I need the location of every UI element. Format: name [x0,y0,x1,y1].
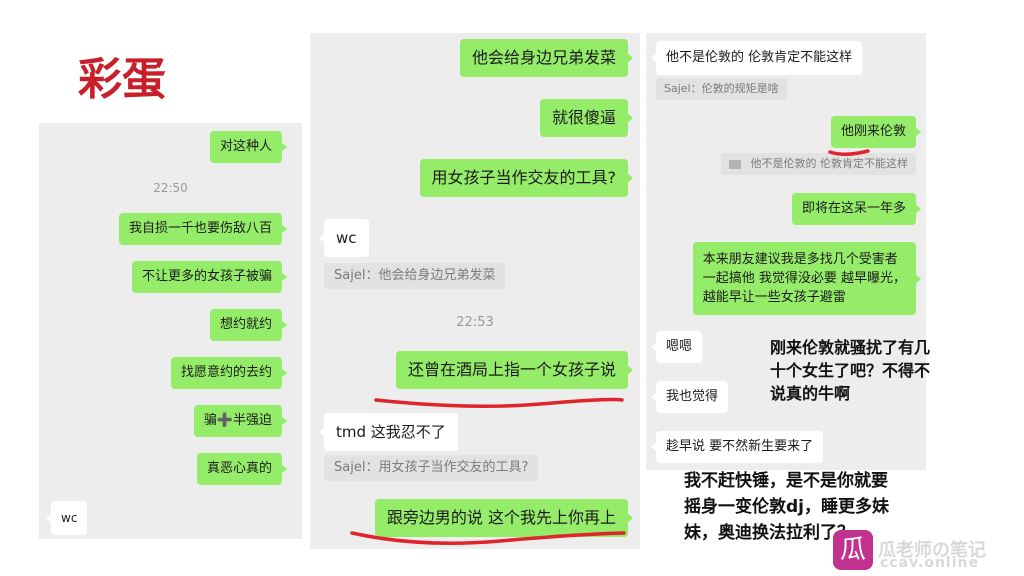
chat-bubble-sent[interactable]: 我自损一千也要伤敌八百 [118,213,288,245]
chat-bubble-received[interactable]: 我也觉得 [650,381,729,413]
caption-line: 妹，奥迪换法拉利了？ [684,523,854,543]
chat-screenshot-1: 对这种人 22:50 我自损一千也要伤敌八百 不让更多的女孩子被骗 想约就约 找… [39,123,302,539]
bubble-line: 越能早让一些女孩子避雷 [702,290,846,305]
quoted-text: 他不是伦敦的 伦敦肯定不能这样 [750,157,909,170]
chat-bubble-received[interactable]: 他不是伦敦的 伦敦肯定不能这样 [650,41,863,75]
chat-bubble-received[interactable]: wc [45,501,88,535]
chat-screenshot-3: 他不是伦敦的 伦敦肯定不能这样 Sajel：伦敦的规矩是啥 他刚来伦敦 他不是伦… [646,33,926,470]
bubble-line: 本来朋友建议我是多找几个受害者 [702,252,898,267]
chat-bubble-sent[interactable]: 用女孩子当作交友的工具? [419,159,633,197]
quoted-reply: Sajel：他会给身边兄弟发菜 [324,263,506,289]
caption-line: 摇身一变伦敦dj，睡更多妹 [684,497,889,517]
timestamp: 22:50 [153,181,188,195]
quoted-reply: 他不是伦敦的 伦敦肯定不能这样 [720,153,916,175]
commentary-caption: 我不赶快锤，是不是你就要 摇身一变伦敦dj，睡更多妹 妹，奥迪换法拉利了？ [684,468,889,546]
quoted-reply: Sajel：用女孩子当作交友的工具? [324,455,539,481]
chat-bubble-sent[interactable]: 即将在这呆一年多 [791,193,922,225]
page-title: 彩蛋 [78,54,166,105]
timestamp: 22:53 [456,315,494,330]
caption-line: 刚来伦敦就骚扰了有几 [770,338,931,357]
chat-bubble-sent[interactable]: 骗➕半强迫 [193,405,288,437]
blurred-avatar-icon [728,159,741,169]
chat-screenshot-2: 他会给身边兄弟发菜 就很傻逼 用女孩子当作交友的工具? wc Sajel：他会给… [310,33,640,549]
chat-bubble-received[interactable]: tmd 这我忍不了 [319,413,458,451]
caption-line: 说真的牛啊 [770,384,851,403]
caption-line: 我不赶快锤，是不是你就要 [684,471,888,491]
chat-bubble-sent[interactable]: 就很傻逼 [539,99,634,137]
chat-bubble-received[interactable]: wc [319,219,369,257]
quoted-reply: Sajel：伦敦的规矩是啥 [656,78,787,100]
chat-bubble-received[interactable]: 趁早说 要不然新生要来了 [650,431,824,463]
watermark-url: ccav.online [880,555,979,571]
caption-line: 十个女生了吧？不得不 [770,361,931,380]
chat-bubble-sent[interactable]: 他会给身边兄弟发菜 [459,39,634,77]
watermark-logo-icon: 瓜 [833,530,873,570]
chat-bubble-sent[interactable]: 真恶心真的 [196,453,288,485]
chat-bubble-sent[interactable]: 想约就约 [209,309,288,341]
commentary-caption: 刚来伦敦就骚扰了有几 十个女生了吧？不得不 说真的牛啊 [770,336,930,405]
chat-bubble-sent[interactable]: 找愿意约的去约 [170,357,288,389]
chat-bubble-sent[interactable]: 他刚来伦敦 [830,116,922,148]
bubble-line: 一起搞他 我觉得没必要 越早曝光， [702,271,906,286]
chat-bubble-sent[interactable]: 不让更多的女孩子被骗 [131,261,288,293]
chat-bubble-sent[interactable]: 对这种人 [209,131,288,163]
watermark-text: 瓜老师の笔记 [878,540,986,561]
chat-bubble-received[interactable]: 嗯嗯 [650,331,703,363]
chat-bubble-sent[interactable]: 本来朋友建议我是多找几个受害者 一起搞他 我觉得没必要 越早曝光， 越能早让一些… [692,242,922,315]
chat-bubble-sent[interactable]: 跟旁边男的说 这个我先上你再上 [374,499,634,537]
chat-bubble-sent[interactable]: 还曾在酒局上指一个女孩子说 [395,351,634,389]
